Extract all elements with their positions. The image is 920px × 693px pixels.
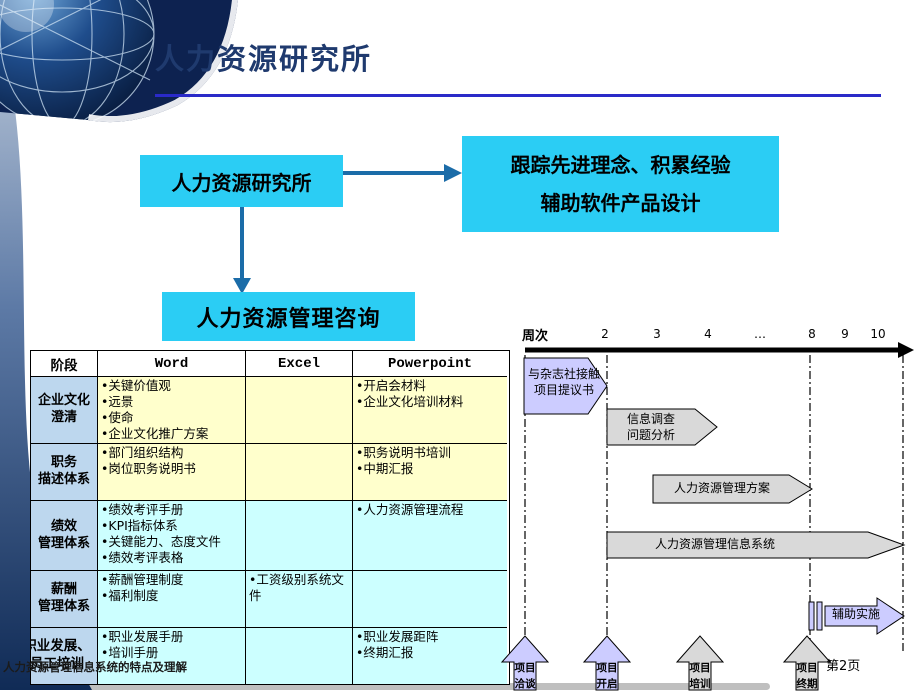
phase-shape-hr-system: [606, 531, 906, 559]
timeline-axis-label: 周次: [522, 329, 549, 344]
sidebar-swoosh-graphic: [0, 100, 92, 690]
milestone-label-kickoff: 项目 开启: [596, 662, 618, 690]
title-underline: [155, 94, 881, 97]
phase-label-proposal: 与杂志社接触 项目提议书: [527, 367, 600, 397]
phase-label-survey: 信息调查 问题分析: [626, 412, 675, 442]
word-cell: •薪酬管理制度 •福利制度: [98, 571, 246, 628]
deliverables-table: 阶段 Word Excel Powerpoint 企业文化 澄清 •关键价值观 …: [30, 350, 510, 685]
mission-line-1: 跟踪先进理念、积累经验: [510, 152, 731, 177]
powerpoint-cell: •职业发展距阵 •终期汇报: [353, 628, 507, 684]
phase-label-hr-system: 人力资源管理信息系统: [654, 537, 775, 551]
week-tick: 10: [870, 327, 886, 341]
week-tick: 3: [653, 327, 661, 341]
stage-cell: 绩效 管理体系: [31, 501, 98, 571]
milestone-label-closing: 项目 终期: [796, 662, 818, 690]
timeline-graphics: [500, 342, 914, 691]
milestone-label-training: 项目 培训: [689, 662, 711, 690]
phase-shape-proposal: [523, 357, 608, 415]
powerpoint-cell: •人力资源管理流程: [353, 501, 507, 571]
phase-shape-survey: [606, 408, 718, 446]
week-tick: 2: [601, 327, 609, 341]
milestone-arrow-closing: [782, 635, 832, 691]
stage-cell: 企业文化 澄清: [31, 377, 98, 444]
milestone-arrow-kickoff: [582, 635, 632, 691]
mission-box: 跟踪先进理念、积累经验 辅助软件产品设计: [462, 136, 779, 232]
globe-logo-image: [0, 0, 240, 155]
week-tick: 9: [841, 327, 849, 341]
page-number: 第2页: [826, 659, 861, 674]
milestone-arrow-negotiation: [500, 635, 550, 691]
footer-note: 人力资源管理信息系统的特点及理解: [3, 660, 187, 674]
axis-arrowhead-icon: [898, 342, 914, 358]
excel-cell: [246, 377, 353, 444]
stage-cell: 薪酬 管理体系: [31, 571, 98, 628]
bottom-gray-band: [80, 683, 770, 690]
col-header-powerpoint: Powerpoint: [353, 351, 507, 377]
week-tick: 4: [704, 327, 712, 341]
week-tick: 8: [808, 327, 816, 341]
phase-shape-hr-plan: [652, 474, 813, 504]
phase-label-hr-plan: 人力资源管理方案: [673, 481, 770, 495]
arrow-right-icon: [444, 164, 462, 182]
stage-cell: 职务 描述体系: [31, 444, 98, 501]
phase-shape-assist-arrow: [824, 597, 905, 635]
col-header-word: Word: [98, 351, 246, 377]
excel-cell: [246, 444, 353, 501]
stage-cell: 职业发展、 员工培训: [31, 628, 98, 684]
phase-shape-assist-bar: [816, 601, 823, 631]
phase-shape-assist-bar: [808, 601, 815, 631]
excel-cell: [246, 628, 353, 684]
word-cell: •职业发展手册 •培训手册: [98, 628, 246, 684]
page-title: 人力资源研究所: [155, 42, 373, 76]
powerpoint-cell: [353, 571, 507, 628]
col-header-excel: Excel: [246, 351, 353, 377]
word-cell: •关键价值观 •远景 •使命 •企业文化推广方案: [98, 377, 246, 444]
word-cell: •部门组织结构 •岗位职务说明书: [98, 444, 246, 501]
excel-cell: •工资级别系统文件: [246, 571, 353, 628]
word-cell: •绩效考评手册 •KPI指标体系 •关键能力、态度文件 •绩效考评表格: [98, 501, 246, 571]
milestone-arrow-training: [675, 635, 725, 691]
consulting-box: 人力资源管理咨询: [162, 292, 415, 341]
milestone-label-negotiation: 项目 洽谈: [514, 662, 536, 690]
excel-cell: [246, 501, 353, 571]
phase-label-assist: 辅助实施: [831, 607, 880, 621]
project-timeline: 周次 2 3 4 … 8 9 10 与杂志社接触 项目提议书 信息调查 问题分析…: [500, 313, 920, 691]
week-tick: …: [754, 327, 766, 341]
institute-box: 人力资源研究所: [140, 155, 343, 207]
powerpoint-cell: •开启会材料 •企业文化培训材料: [353, 377, 507, 444]
mission-line-2: 辅助软件产品设计: [540, 191, 701, 216]
col-header-stage: 阶段: [31, 351, 98, 377]
powerpoint-cell: •职务说明书培训 •中期汇报: [353, 444, 507, 501]
